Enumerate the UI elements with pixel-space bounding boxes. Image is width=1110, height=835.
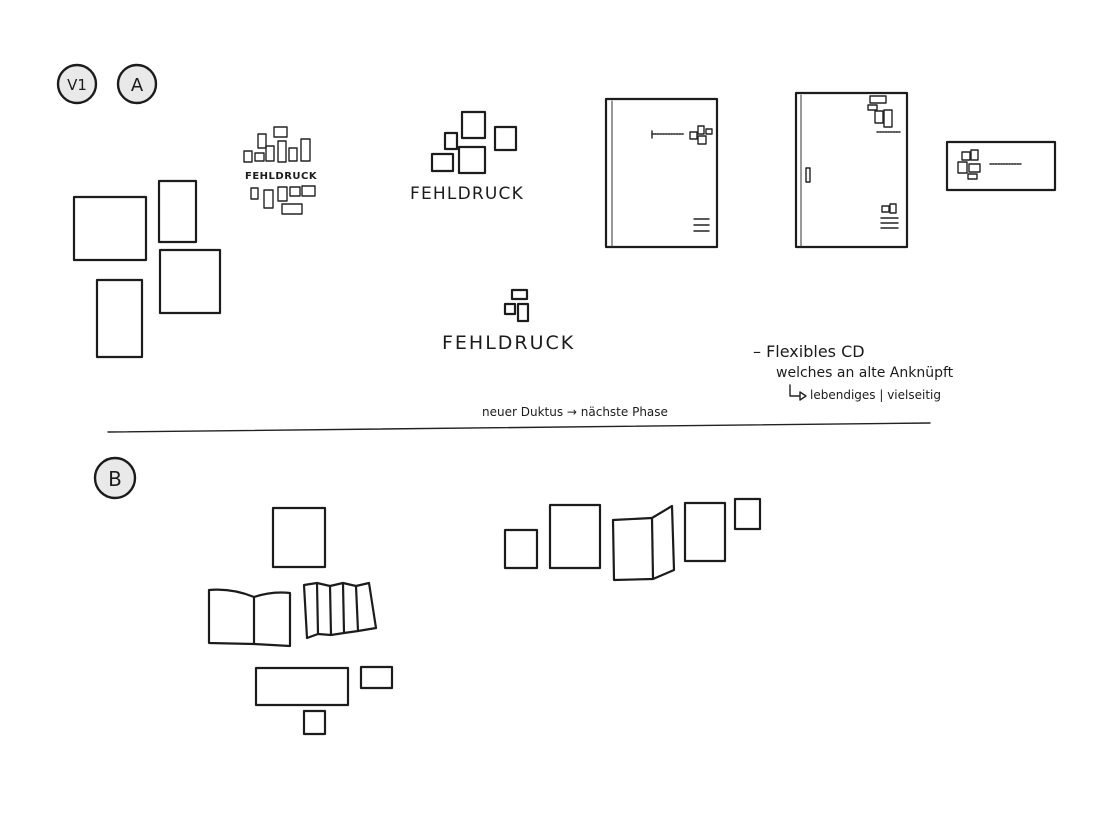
section-divider xyxy=(107,422,931,433)
badge-v1: V1 xyxy=(56,63,98,105)
b-open-book xyxy=(207,588,292,648)
b-row-frame-1 xyxy=(503,528,539,570)
letterhead-1-logo xyxy=(651,125,713,145)
logo-medium: FEHLDRUCK xyxy=(410,110,524,204)
b-wide-banner xyxy=(254,666,350,707)
note-line-3: lebendiges | vielseitig xyxy=(810,388,941,402)
logo-small: FEHLDRUCK xyxy=(243,126,318,215)
badge-a: A xyxy=(116,63,158,105)
logo-medium-wordmark: FEHLDRUCK xyxy=(410,184,524,204)
badge-b: B xyxy=(93,456,137,500)
letterhead-2 xyxy=(794,91,909,249)
letterhead-2-logo-top xyxy=(867,95,901,133)
b-row-folder xyxy=(611,504,676,582)
notes-block: – Flexibles CD welches an alte Anknüpft … xyxy=(753,342,954,402)
note-arrow xyxy=(789,384,801,397)
logo-small-wordmark: FEHLDRUCK xyxy=(245,171,318,182)
letterhead-1-footer-lines xyxy=(693,218,710,232)
badge-a-label: A xyxy=(131,75,144,96)
business-card xyxy=(945,140,1057,192)
letterhead-2-logo-bottom xyxy=(880,203,899,229)
b-row-frame-2 xyxy=(548,503,602,570)
b-small-card xyxy=(359,665,394,690)
note-arrowhead xyxy=(799,391,807,401)
b-square-frame xyxy=(271,506,327,569)
b-small-square xyxy=(302,709,327,736)
logo-small-blocks-bottom xyxy=(250,185,316,215)
letterhead-1 xyxy=(604,97,719,249)
logo-large: FEHLDRUCK xyxy=(442,288,575,354)
logo-small-blocks-top xyxy=(243,126,311,163)
b-row-frame-4 xyxy=(733,497,762,531)
note-line-2: welches an alte Anknüpft xyxy=(776,365,954,381)
frame-portrait-tall xyxy=(95,278,144,359)
b-folded-brochure xyxy=(302,581,378,640)
note-phase: neuer Duktus → nächste Phase xyxy=(482,405,668,419)
letterhead-2-side-mark xyxy=(805,167,811,183)
frame-portrait-small xyxy=(157,179,198,244)
badge-b-label: B xyxy=(108,467,122,491)
badge-v1-label: V1 xyxy=(67,76,87,94)
frame-landscape xyxy=(72,195,148,262)
group-b-right xyxy=(503,497,762,582)
frame-square xyxy=(158,248,222,315)
frame-cluster-a xyxy=(72,179,222,359)
note-line-1: – Flexibles CD xyxy=(753,342,865,361)
b-row-frame-3 xyxy=(683,501,727,563)
logo-large-wordmark: FEHLDRUCK xyxy=(442,332,575,354)
group-b-left xyxy=(207,506,394,736)
